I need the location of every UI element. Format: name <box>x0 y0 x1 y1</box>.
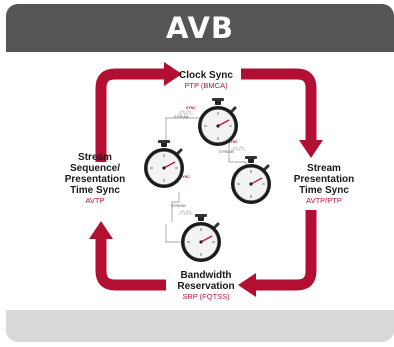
arrowhead-left <box>238 273 256 297</box>
node-clock-sync-subtitle: PTP (BMCA) <box>184 81 228 90</box>
arrow-bottom-to-left <box>95 237 166 291</box>
arrowhead-right <box>164 62 182 86</box>
node-right-title-1: Stream <box>307 163 341 174</box>
card-title: AVB <box>165 11 235 45</box>
arrowhead-down <box>299 140 323 158</box>
arrow-left-to-top <box>95 68 166 162</box>
sync-tag: SYNC <box>180 175 190 179</box>
sync-tag: SYNC <box>186 106 196 110</box>
cycle-arrows <box>95 68 317 291</box>
stream-tag: STREAM <box>171 204 186 208</box>
node-left-title-2: Sequence/ <box>70 163 120 174</box>
stopwatch-icon <box>142 138 186 190</box>
node-stream-sequence: Stream Sequence/ Presentation Time Sync … <box>65 152 126 205</box>
node-left-title-3: Presentation <box>65 174 126 185</box>
stream-tag: STREAM <box>219 150 234 154</box>
node-bandwidth-reservation: Bandwidth Reservation SRP (FQTSS) <box>177 270 234 301</box>
node-clock-sync-title: Clock Sync <box>179 70 233 81</box>
stopwatch-icon <box>229 154 273 206</box>
node-right-title-2: Presentation <box>294 174 355 185</box>
node-left-title-1: Stream <box>78 152 112 163</box>
sync-tag: SYNC <box>228 140 238 144</box>
arrowhead-up <box>89 221 113 239</box>
node-right-title-3: Time Sync <box>299 185 349 196</box>
node-bottom-subtitle: SRP (FQTSS) <box>182 292 230 301</box>
stopwatch-icon <box>196 96 240 148</box>
arrow-heads <box>89 62 323 297</box>
node-clock-sync: Clock Sync PTP (BMCA) <box>179 70 233 90</box>
diagram-area: Clock Sync PTP (BMCA) Stream Presentatio… <box>6 52 394 310</box>
sync-tags: SYNC STREAM SYNC STREAM SYNC STREAM <box>171 106 238 208</box>
pulse-waveforms <box>178 110 246 215</box>
node-left-subtitle: AVTP <box>85 196 104 205</box>
node-bottom-title-1: Bandwidth <box>180 270 231 281</box>
stopwatch-icon <box>179 212 223 264</box>
avb-card: AVB <box>6 4 394 342</box>
node-left-title-4: Time Sync <box>70 185 120 196</box>
node-bottom-title-2: Reservation <box>177 281 234 292</box>
card-header: AVB <box>6 4 394 52</box>
stream-tag: STREAM <box>174 115 189 119</box>
arrow-top-to-right <box>241 68 317 142</box>
node-stream-presentation: Stream Presentation Time Sync AVTP/PTP <box>294 163 355 205</box>
arrow-right-to-bottom <box>254 210 317 291</box>
node-right-subtitle: AVTP/PTP <box>306 196 342 205</box>
avb-cycle-diagram: Clock Sync PTP (BMCA) Stream Presentatio… <box>65 62 355 301</box>
card-footer <box>6 310 394 342</box>
